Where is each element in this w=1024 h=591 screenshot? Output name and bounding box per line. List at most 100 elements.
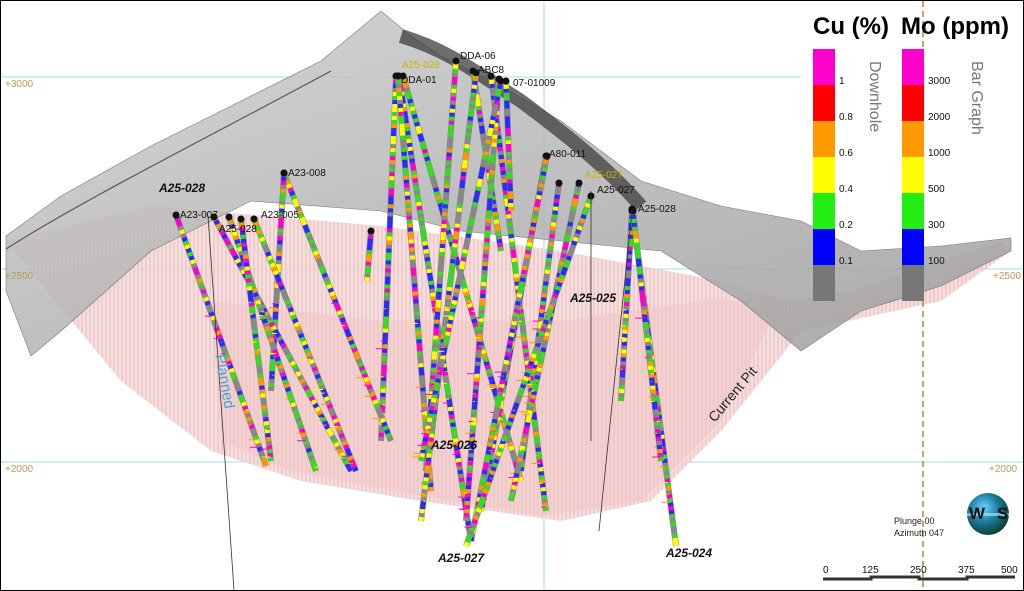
collar-label[interactable]: DDA-06 <box>460 51 496 62</box>
assay-interval <box>518 466 524 472</box>
assay-interval <box>560 270 567 276</box>
drillhole-trace[interactable] <box>280 169 394 443</box>
collar-label[interactable]: A23-008 <box>288 168 326 179</box>
assay-interval <box>447 319 454 325</box>
assay-interval <box>227 364 234 370</box>
drillhole-trace[interactable] <box>412 77 505 462</box>
assay-interval <box>477 503 484 510</box>
assay-interval <box>544 269 551 275</box>
collar-marker[interactable] <box>172 211 180 219</box>
assay-interval <box>444 331 451 337</box>
assay-interval <box>481 492 488 498</box>
drillhole-trace[interactable] <box>463 192 595 548</box>
hole-label[interactable]: A25-027 <box>438 551 485 565</box>
collar-label[interactable]: A25-028 <box>219 224 257 235</box>
assay-interval <box>426 164 433 170</box>
assay-interval <box>353 350 360 357</box>
assay-interval <box>493 100 500 106</box>
assay-interval <box>456 461 462 467</box>
assay-interval <box>453 442 459 447</box>
assay-interval <box>310 399 318 406</box>
assay-interval <box>446 323 453 329</box>
collar-marker[interactable] <box>250 215 258 223</box>
assay-interval <box>268 321 276 328</box>
drillhole-trace[interactable] <box>629 207 664 462</box>
assay-interval <box>667 502 674 507</box>
assay-interval <box>451 430 457 435</box>
collar-label[interactable]: A25-028 <box>402 60 440 71</box>
assay-interval <box>472 201 478 207</box>
collar-marker[interactable] <box>210 213 218 221</box>
assay-interval <box>673 541 679 547</box>
drillhole-trace[interactable] <box>364 227 375 282</box>
assay-interval <box>489 380 496 386</box>
collar-marker[interactable] <box>543 152 551 160</box>
drillhole-trace[interactable] <box>237 215 274 462</box>
assay-interval <box>444 335 450 341</box>
collar-marker[interactable] <box>502 77 510 85</box>
assay-interval <box>465 520 472 526</box>
assay-interval <box>299 378 306 384</box>
drillhole-trace[interactable] <box>457 75 503 522</box>
assay-interval <box>434 382 440 388</box>
assay-interval <box>491 422 497 428</box>
hole-label[interactable]: A25-025 <box>570 291 617 305</box>
assay-interval <box>322 392 329 398</box>
collar-label[interactable]: A23-005 <box>261 210 299 221</box>
assay-interval <box>508 445 515 451</box>
collar-marker[interactable] <box>487 72 495 80</box>
assay-interval <box>242 405 249 411</box>
legend-tick: 3000 <box>928 76 951 87</box>
assay-interval <box>525 368 532 374</box>
assay-interval <box>465 233 472 239</box>
collar-marker[interactable] <box>237 215 245 223</box>
collar-marker[interactable] <box>629 207 637 215</box>
assay-interval <box>473 326 480 332</box>
collar-label[interactable]: A25-027 <box>585 170 623 181</box>
hole-label[interactable]: A25-028 <box>159 181 206 195</box>
collar-marker[interactable] <box>575 179 583 187</box>
assay-interval <box>341 320 348 327</box>
assay-interval <box>530 222 537 228</box>
drillhole-trace[interactable] <box>502 77 514 212</box>
collar-marker[interactable] <box>280 169 288 177</box>
drillhole-trace[interactable] <box>172 211 269 468</box>
drillhole-trace[interactable] <box>617 207 636 402</box>
assay-interval <box>474 190 481 196</box>
assay-interval <box>441 367 448 372</box>
collar-marker[interactable] <box>394 72 402 80</box>
collar-marker[interactable] <box>497 77 505 85</box>
assay-interval <box>311 462 318 469</box>
collar-label[interactable]: A25-027 <box>597 185 635 196</box>
collar-label[interactable]: A25-028 <box>638 204 676 215</box>
collar-marker[interactable] <box>225 213 233 221</box>
collar-label[interactable]: DDA-01 <box>401 75 437 86</box>
collar-marker[interactable] <box>367 227 375 235</box>
collar-marker[interactable] <box>399 72 407 80</box>
assay-interval <box>537 459 543 464</box>
collar-marker[interactable] <box>452 57 460 65</box>
assay-interval <box>508 332 515 338</box>
assay-interval <box>487 459 493 465</box>
assay-interval <box>179 229 186 235</box>
hole-label[interactable]: A25-026 <box>431 438 478 452</box>
collar-marker[interactable] <box>555 179 563 187</box>
collar-label[interactable]: ABC8 <box>478 65 505 76</box>
hole-label[interactable]: A25-024 <box>666 546 713 560</box>
assay-interval <box>479 129 486 134</box>
collar-label[interactable]: 07-01009 <box>513 78 556 89</box>
collar-marker[interactable] <box>472 69 480 77</box>
collar-label[interactable]: A80-011 <box>549 149 587 160</box>
assay-interval <box>563 237 570 243</box>
assay-interval <box>361 373 369 379</box>
drillhole-trace[interactable] <box>250 215 359 473</box>
assay-interval <box>580 213 587 220</box>
assay-interval <box>491 207 498 213</box>
assay-interval <box>668 506 674 511</box>
drillhole-trace[interactable] <box>395 72 474 542</box>
assay-interval <box>259 236 266 243</box>
collar-label[interactable]: A23-007 <box>180 210 218 221</box>
assay-interval <box>492 391 499 397</box>
